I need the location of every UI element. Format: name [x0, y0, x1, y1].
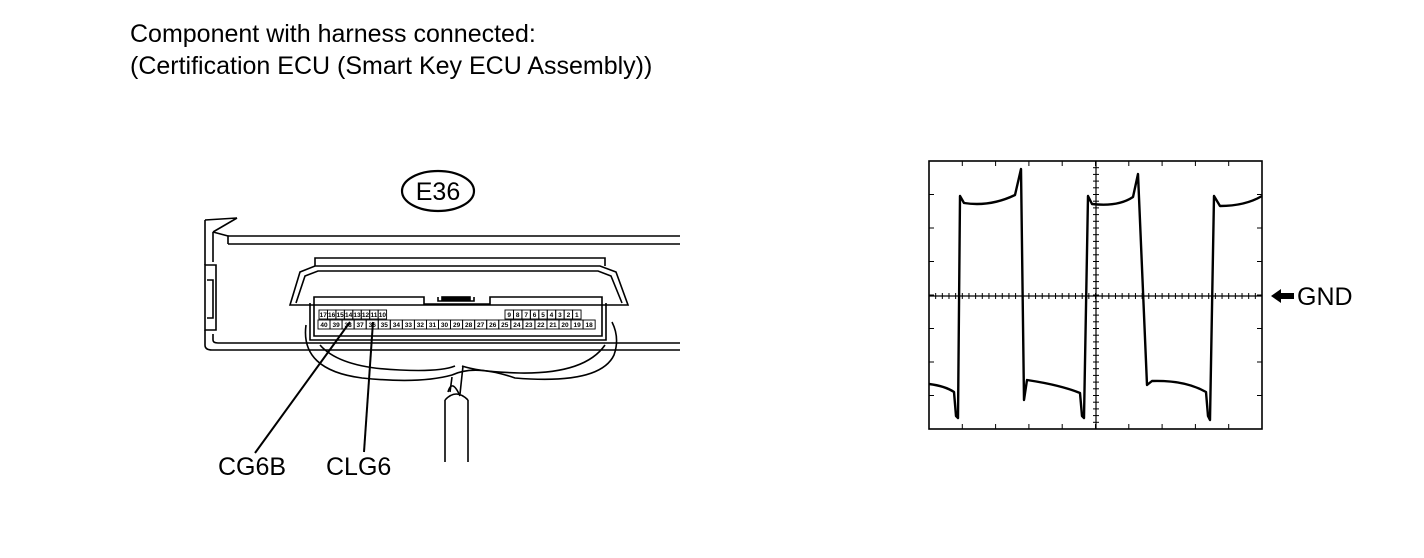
pin-number: 19 [573, 322, 581, 329]
pin-number: 25 [501, 322, 509, 329]
pin-number: 27 [477, 322, 485, 329]
pin-number: 4 [550, 312, 554, 319]
pin-number: 23 [525, 322, 533, 329]
pin-number: 24 [513, 322, 521, 329]
pin-number: 15 [337, 312, 345, 319]
pin-number: 3 [558, 312, 562, 319]
pin-number: 30 [441, 322, 449, 329]
pin-number: 13 [353, 312, 361, 319]
callout-clg6: CLG6 [326, 453, 391, 481]
connector-id-badge: E36 [400, 169, 476, 213]
connector-id: E36 [416, 178, 460, 206]
diagram-title: Component with harness connected: (Certi… [130, 18, 652, 82]
pin-cell [582, 319, 596, 330]
pin-number: 37 [357, 322, 365, 329]
pin-number: 12 [362, 312, 370, 319]
pin-number: 28 [465, 322, 473, 329]
gnd-marker: GND [1271, 283, 1353, 311]
pin-cell [572, 309, 582, 320]
pin-number: 26 [489, 322, 497, 329]
pin-number: 22 [537, 322, 545, 329]
callout-cg6b: CG6B [218, 453, 286, 481]
title-line-2: (Certification ECU (Smart Key ECU Assemb… [130, 52, 653, 80]
waveform-trace [928, 167, 1263, 422]
gnd-label: GND [1297, 283, 1353, 311]
pin-number: 17 [320, 312, 328, 319]
left-arrow-icon [1271, 289, 1294, 303]
pin-number: 21 [549, 322, 557, 329]
pin-number: 2 [567, 312, 571, 319]
pin-number: 32 [417, 322, 425, 329]
wire-harness [304, 321, 618, 462]
pin-number: 6 [533, 312, 537, 319]
pin-number: 7 [524, 312, 528, 319]
pin-number: 1 [575, 312, 579, 319]
pin-number: 20 [561, 322, 569, 329]
pin-number: 33 [405, 322, 413, 329]
title-line-1: Component with harness connected: [130, 20, 536, 48]
pin-number: 29 [453, 322, 461, 329]
pin-number: 18 [586, 322, 594, 329]
pin-number: 8 [516, 312, 520, 319]
pin-number: 39 [332, 322, 340, 329]
pin-number: 9 [507, 312, 511, 319]
pin-number: 16 [328, 312, 336, 319]
pin-number: 5 [541, 312, 545, 319]
pin-number: 10 [379, 312, 387, 319]
pin-cell [377, 309, 388, 320]
pin-number: 40 [320, 322, 328, 329]
callout-leaders [254, 321, 374, 454]
oscilloscope-screen [928, 160, 1263, 430]
pin-number: 11 [370, 312, 377, 319]
pin-number: 14 [345, 312, 353, 319]
connector-shroud [288, 257, 630, 341]
ecu-housing [204, 217, 680, 351]
pin-number: 34 [393, 322, 401, 329]
pin-number: 35 [381, 322, 389, 329]
pin-number: 31 [429, 322, 437, 329]
